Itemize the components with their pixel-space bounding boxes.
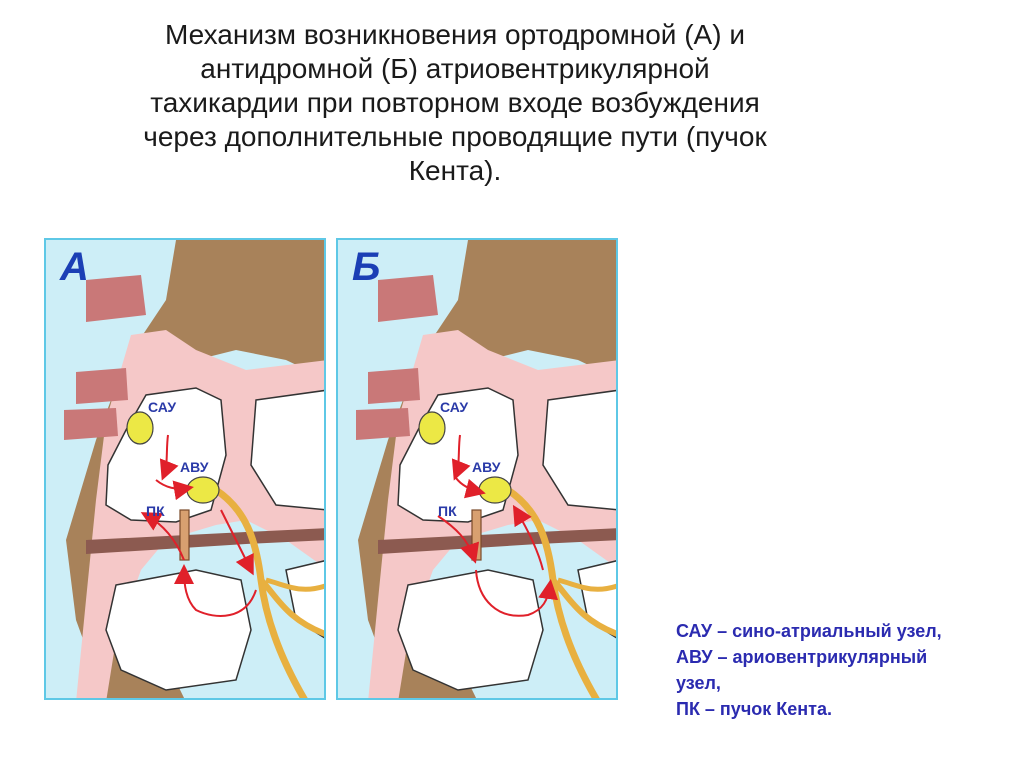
abbreviation-legend: САУ – сино-атриальный узел, АВУ – ариове… — [676, 618, 1021, 722]
av-node — [186, 476, 220, 504]
label-sau: САУ — [440, 399, 468, 415]
panel-letter: Б — [352, 245, 380, 289]
title-line: Механизм возникновения ортодромной (А) и — [165, 19, 745, 50]
av-groove — [378, 528, 616, 554]
label-avu: АВУ — [180, 459, 209, 475]
kent-bundle — [471, 509, 482, 561]
legend-line: ПК – пучок Кента. — [676, 699, 832, 719]
label-sau: САУ — [148, 399, 176, 415]
reentry-loop-arrow — [174, 564, 257, 617]
title-line: антидромной (Б) атриовентрикулярной — [200, 53, 710, 84]
kent-bundle — [179, 509, 190, 561]
sa-node — [418, 411, 446, 445]
excitation-arrow — [451, 434, 471, 481]
legend-line: САУ – сино-атриальный узел, — [676, 621, 942, 641]
sa-node — [126, 411, 154, 445]
label-pk: ПК — [438, 503, 457, 519]
reentry-loop-arrow — [475, 569, 559, 617]
bundle-branch — [557, 577, 616, 592]
legend-line: АВУ – ариовентрикулярный — [676, 647, 928, 667]
left-atrium-chamber — [542, 389, 616, 511]
retrograde-arrow — [512, 504, 544, 571]
vessel — [64, 408, 118, 440]
left-ventricle-chamber — [577, 560, 616, 639]
legend-line: узел, — [676, 673, 721, 693]
excitation-arrow — [455, 477, 486, 499]
excitation-arrow — [140, 512, 185, 561]
title-line: Кента). — [408, 155, 502, 186]
left-ventricle-chamber — [285, 560, 324, 639]
vessel — [378, 275, 438, 322]
label-pk: ПК — [146, 503, 165, 519]
excitation-arrow — [155, 479, 194, 501]
heart-diagram-a: А САУ АВУ ПК — [59, 240, 324, 698]
vessel — [86, 275, 146, 322]
label-avu: АВУ — [472, 459, 501, 475]
bundle-branch — [265, 577, 324, 592]
slide-title: Механизм возникновения ортодромной (А) и… — [60, 18, 850, 188]
excitation-arrow — [159, 434, 179, 481]
excitation-arrow — [220, 509, 254, 576]
heart-diagram-b: Б САУ АВУ ПК — [352, 240, 616, 698]
av-groove — [86, 528, 324, 554]
vessel — [356, 408, 410, 440]
vessel — [76, 368, 128, 404]
title-line: через дополнительные проводящие пути (пу… — [143, 121, 767, 152]
panel-a-orthodromic: А САУ АВУ ПК — [44, 238, 326, 700]
panel-b-antidromic: Б САУ АВУ ПК — [336, 238, 618, 700]
vessel — [368, 368, 420, 404]
bundle-branch — [258, 577, 324, 637]
panel-letter: А — [59, 245, 89, 289]
right-ventricle-chamber — [105, 569, 252, 691]
excitation-arrow — [437, 515, 480, 564]
title-line: тахикардии при повторном входе возбужден… — [150, 87, 760, 118]
av-node — [478, 476, 512, 504]
left-atrium-chamber — [250, 389, 324, 511]
right-ventricle-chamber — [397, 569, 544, 691]
